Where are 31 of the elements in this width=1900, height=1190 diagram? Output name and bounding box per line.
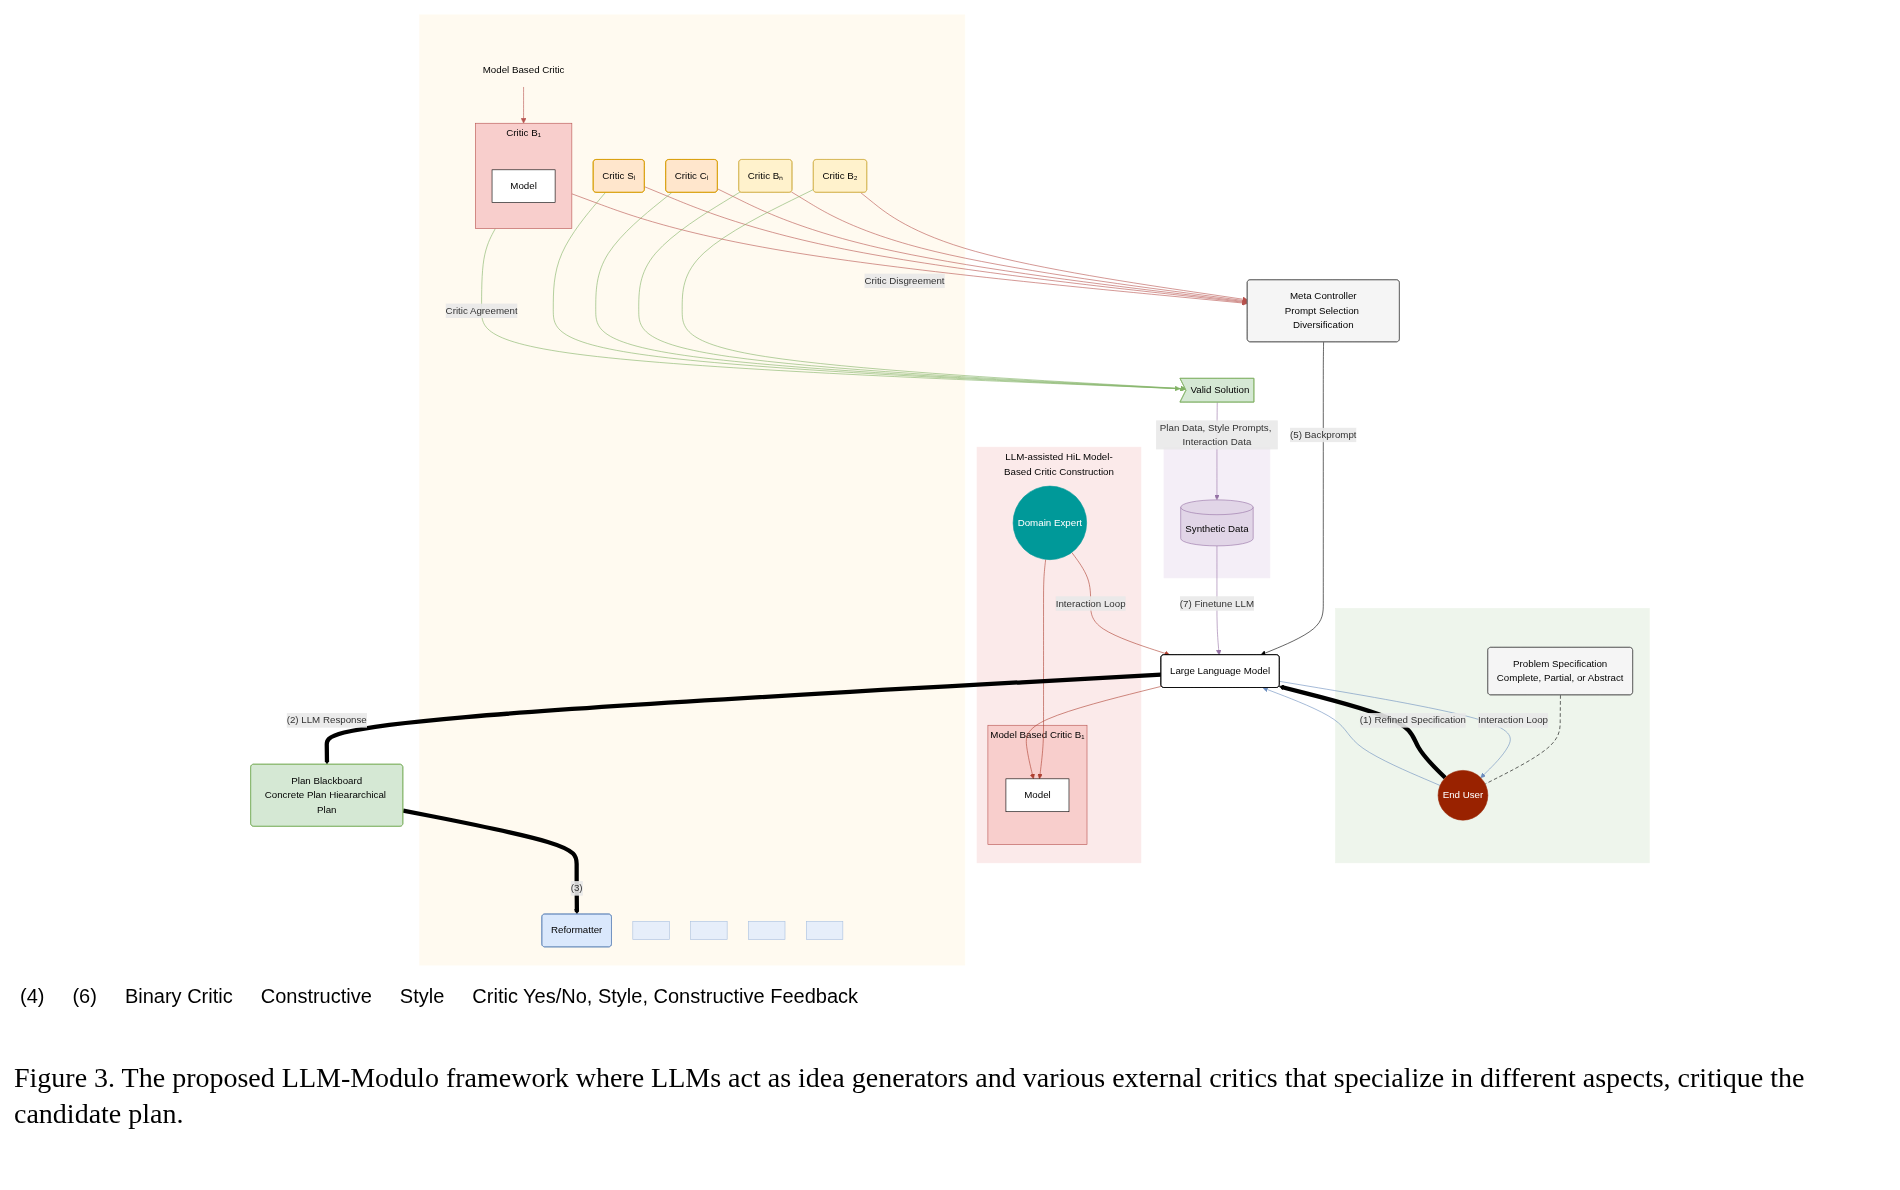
note-text: Binary Critic [124, 985, 233, 1008]
edge-label: (3) [570, 882, 583, 894]
edge-label: Plan Data, Style Prompts, Interaction Data [1159, 422, 1272, 448]
node-box [748, 921, 786, 940]
cluster [1335, 608, 1650, 864]
edge-label: Interaction Loop [1055, 598, 1126, 609]
note-text: Critic Yes/No, Style, Constructive Feedback [472, 985, 859, 1008]
node-box: Model [1005, 778, 1070, 812]
figure-caption: Figure 3. The proposed LLM-Modulo framework where LLMs act as idea generators and various external critics that specialize in different aspects, critique the candidate plan. [14, 1061, 1806, 1132]
arrow [402, 808, 580, 915]
node-box [690, 921, 728, 940]
note-text: (4) [20, 985, 45, 1008]
node-box [632, 921, 670, 940]
note-text: Style [399, 985, 445, 1008]
note-text: (6) [72, 985, 97, 1008]
arrow [1278, 684, 1447, 780]
node-circle: Domain Expert [1012, 485, 1087, 560]
edge-label: (2) LLM Response [286, 714, 367, 726]
edge-label: Critic Agreement [445, 305, 518, 316]
edge-label: Interaction Loop [1478, 714, 1548, 726]
edge-label: (5) Backprompt [1290, 429, 1357, 440]
node-text: Model Based Critic [482, 64, 565, 76]
arrow [324, 672, 1162, 765]
edge-label: (1) Refined Specification [1359, 714, 1466, 726]
edge-label: Critic Disgreement [864, 275, 945, 286]
node-box [806, 921, 844, 940]
cluster [419, 14, 966, 966]
edge-label: (7) Finetune LLM [1179, 598, 1255, 609]
note-text: Constructive [260, 985, 372, 1008]
node-box: Model [491, 169, 556, 203]
node-circle: End User [1437, 770, 1489, 821]
